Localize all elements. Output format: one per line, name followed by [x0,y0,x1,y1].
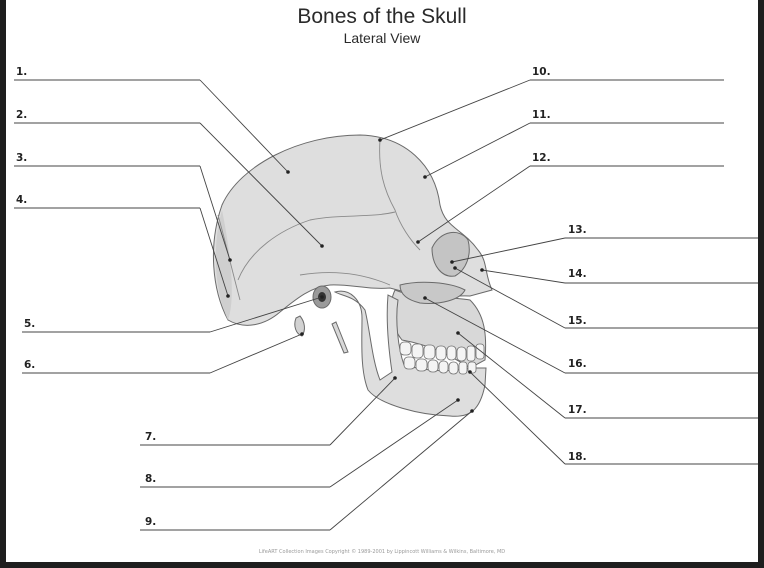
leader-line-15 [454,267,566,329]
teeth [399,341,485,375]
leader-line-10 [379,79,531,141]
leader-dot-3 [228,258,232,262]
label-number-2: 2. [16,109,28,121]
leader-dots [226,138,484,413]
label-number-13: 13. [568,224,587,236]
leader-dot-1 [286,170,290,174]
label-number-18: 18. [568,451,587,463]
label-number-9: 9. [145,516,157,528]
leader-dot-6 [300,332,304,336]
leader-dot-9 [470,409,474,413]
label-number-11: 11. [532,109,551,121]
leader-line-18 [469,371,566,465]
leader-dot-8 [456,398,460,402]
leader-line-11 [424,122,531,178]
label-number-15: 15. [568,315,587,327]
label-number-17: 17. [568,404,587,416]
leader-dot-7 [393,376,397,380]
leader-line-3 [199,165,231,261]
leader-dot-5 [320,295,324,299]
leader-dot-14 [480,268,484,272]
mastoid-process [294,315,305,337]
leader-dot-10 [378,138,382,142]
label-number-16: 16. [568,358,587,370]
leader-line-4 [199,207,229,297]
leader-line-1 [199,79,289,173]
leader-dot-18 [468,370,472,374]
leader-line-13 [451,237,566,263]
leader-dot-4 [226,294,230,298]
leader-dot-15 [453,266,457,270]
label-number-4: 4. [16,194,28,206]
page-subtitle: Lateral View [343,30,421,46]
label-number-6: 6. [24,359,36,371]
leader-dot-13 [450,260,454,264]
leader-line-14 [481,269,566,284]
leader-line-5 [209,296,323,333]
leader-line-6 [209,333,303,374]
leader-dot-17 [456,331,460,335]
copyright-credit: LifeART Collection Images Copyright © 19… [258,549,506,555]
label-number-5: 5. [24,318,36,330]
label-number-14: 14. [568,268,587,280]
label-number-8: 8. [145,473,157,485]
label-number-1: 1. [16,66,28,78]
orbit [431,232,470,277]
label-number-3: 3. [16,152,28,164]
leader-line-2 [199,122,323,247]
skull-lateral-illustration [212,134,493,417]
occipital-bone [215,210,232,320]
label-number-10: 10. [532,66,551,78]
styloid-process [331,321,349,354]
leader-line-8 [329,399,459,488]
leader-dot-11 [423,175,427,179]
label-number-7: 7. [145,431,157,443]
leader-line-12 [417,165,531,243]
label-number-12: 12. [532,152,551,164]
leader-line-16 [424,297,566,374]
zygomatic-bone [399,281,466,304]
leader-dot-12 [416,240,420,244]
leader-line-7 [329,377,396,446]
leader-line-17 [457,332,566,419]
leader-dot-2 [320,244,324,248]
leader-dot-16 [423,296,427,300]
leader-line-9 [329,410,473,531]
leader-lines [14,79,758,531]
page-title: Bones of the Skull [297,5,467,28]
